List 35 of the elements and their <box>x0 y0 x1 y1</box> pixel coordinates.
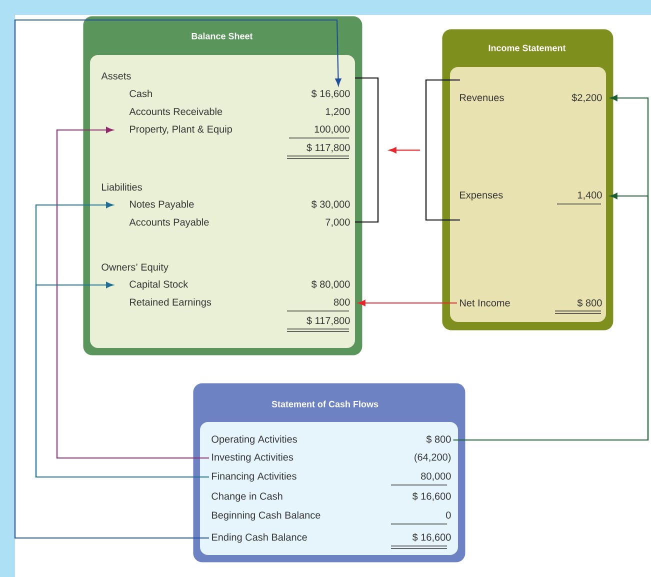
line-item: Change in Cash $ 16,600 <box>212 492 451 502</box>
bracket <box>355 77 379 223</box>
line-item: Notes Payable $ 30,000 <box>130 200 350 210</box>
card-heading: Statement of Cash Flows <box>272 400 378 408</box>
arrow <box>453 192 649 441</box>
total-amount: $ 117,800 <box>306 144 350 152</box>
arrow <box>358 300 457 306</box>
line-item: Cash $ 16,600 <box>130 90 350 98</box>
card-heading: Income Statement <box>488 44 566 52</box>
bracket <box>425 79 460 221</box>
arrow <box>35 282 209 478</box>
card-heading: Balance Sheet <box>192 32 253 40</box>
total-amount: $ 117,800 <box>306 316 350 326</box>
line-item: Property, Plant & Equip 100,000 <box>130 125 350 135</box>
line-item: Revenues $2,200 <box>460 94 602 102</box>
section-heading: Liabilities <box>102 183 142 191</box>
arrow <box>389 147 420 154</box>
statement-card <box>193 383 466 562</box>
arrow <box>56 126 209 459</box>
arrow <box>14 19 342 539</box>
line-item: Operating Activities $ 800 <box>212 435 451 445</box>
section-heading: Assets <box>101 72 131 80</box>
line-item: Beginning Cash Balance 0 <box>212 511 451 521</box>
line-item: Accounts Payable 7,000 <box>129 218 350 228</box>
line-item: Net Income $ 800 <box>460 298 602 308</box>
line-item: Ending Cash Balance $ 16,600 <box>212 533 451 543</box>
statement-card <box>442 29 614 330</box>
line-item: Investing Activities (64,200) <box>212 453 451 463</box>
line-item: Expenses 1,400 <box>460 191 602 201</box>
line-item: Financing Activities 80,000 <box>212 472 451 482</box>
line-item: Retained Earnings 800 <box>130 298 350 308</box>
line-item: Accounts Receivable 1,200 <box>129 108 350 116</box>
statement-card <box>83 16 362 356</box>
line-item: Capital Stock $ 80,000 <box>130 280 350 290</box>
section-heading: Owners’ Equity <box>102 263 168 273</box>
